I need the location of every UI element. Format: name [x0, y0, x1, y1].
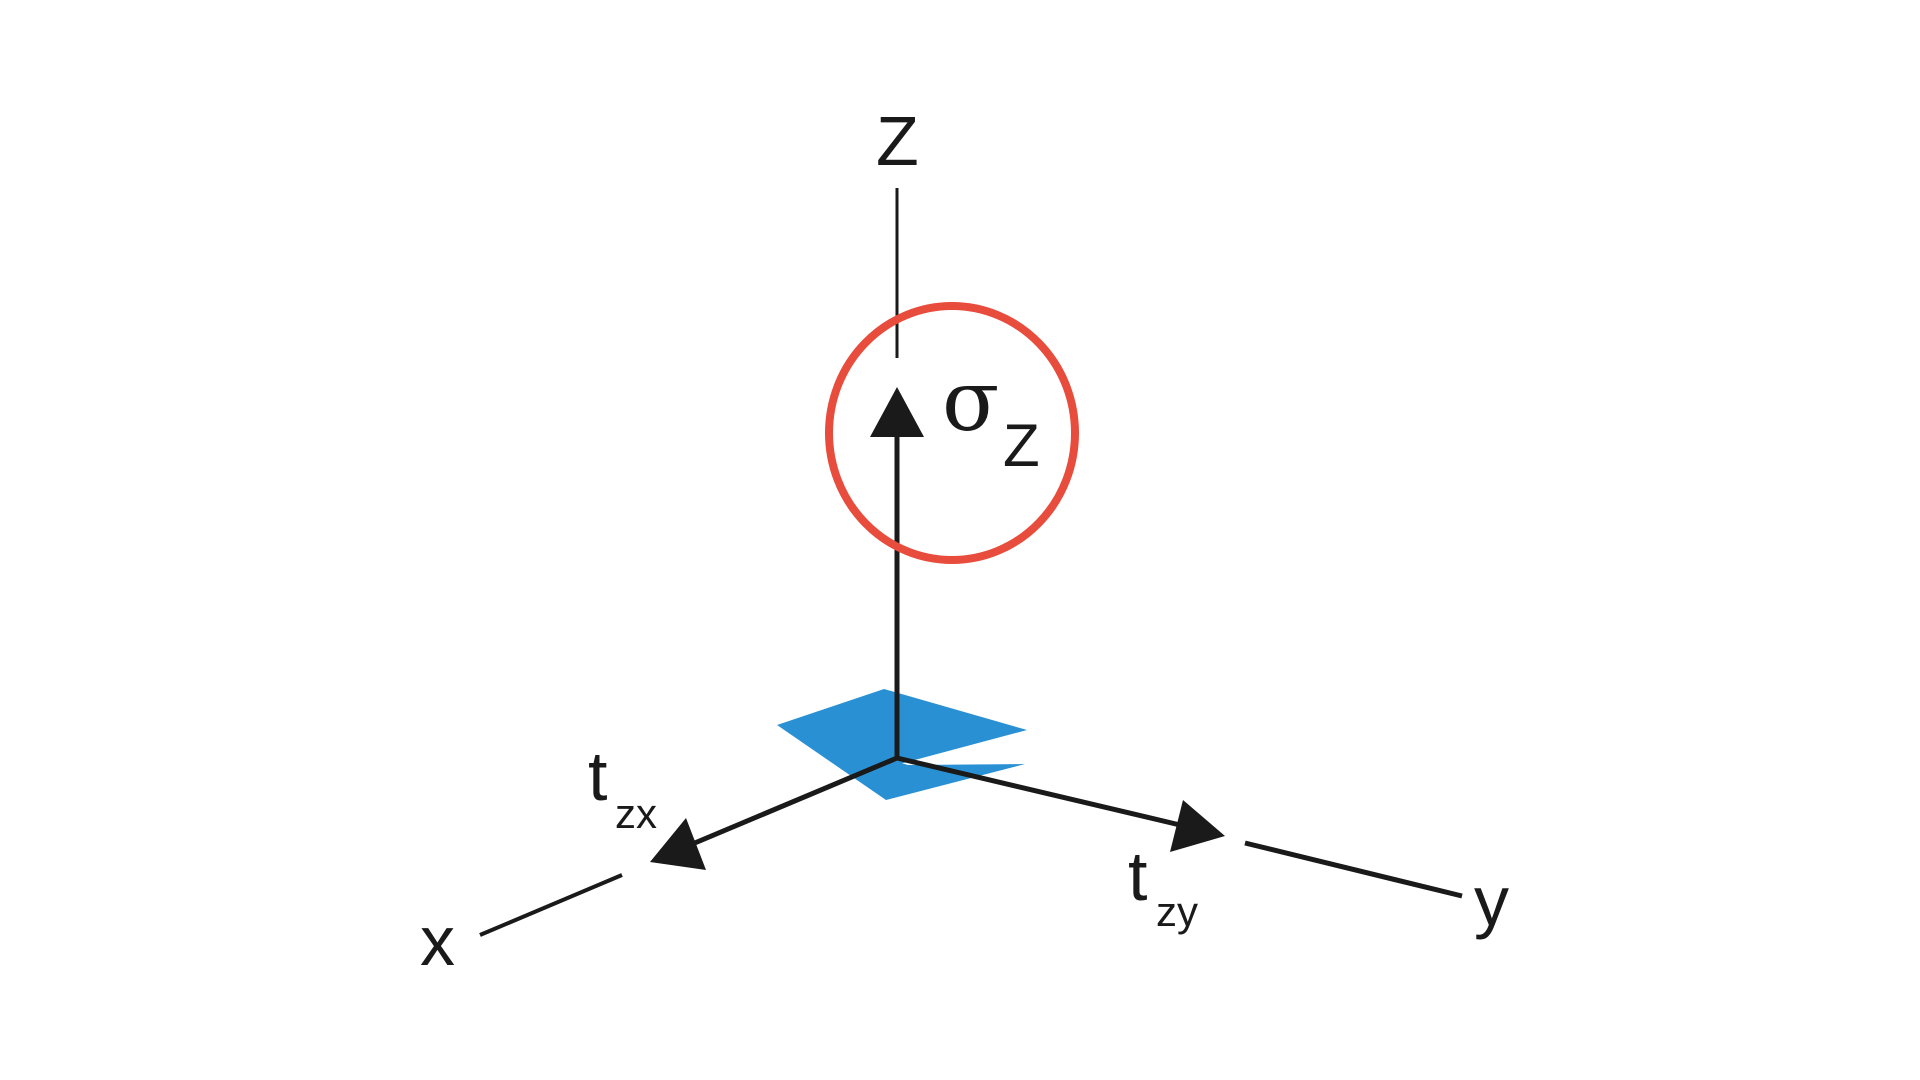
- highlight-circle: [825, 302, 1079, 564]
- sigma-symbol: σ: [942, 352, 999, 450]
- tzy-arrow-shaft: [896, 755, 1181, 828]
- z-axis-label: Z: [876, 102, 919, 180]
- tzx-arrow-shaft: [689, 755, 898, 848]
- sigma-subscript: Z: [1003, 412, 1040, 479]
- tzy-subscript: zy: [1156, 888, 1198, 935]
- stress-plane-fill: [777, 689, 1027, 765]
- x-axis-label: x: [420, 902, 455, 980]
- y-axis-line: [1244, 840, 1463, 899]
- tzy-arrowhead: [1170, 800, 1225, 852]
- sigma-z-arrowhead: [870, 387, 924, 437]
- tzx-arrowhead: [650, 818, 706, 870]
- y-axis-label: y: [1474, 862, 1509, 940]
- stress-plane: [777, 725, 1025, 800]
- tzx-subscript: zx: [615, 790, 657, 837]
- tzy-symbol: t: [1128, 837, 1147, 915]
- x-axis-line: [479, 873, 623, 937]
- tzx-symbol: t: [588, 737, 607, 815]
